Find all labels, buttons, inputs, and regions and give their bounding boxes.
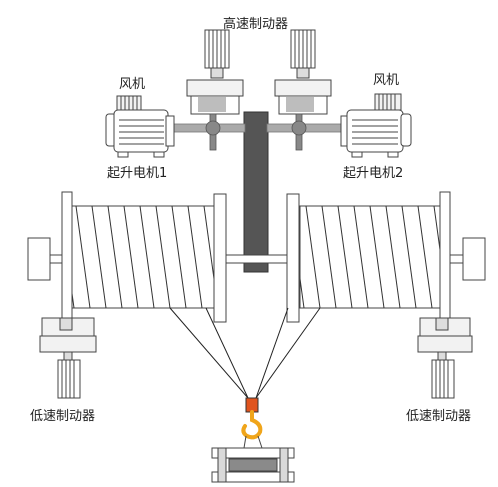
bearing-left [27,237,51,281]
load-block [211,447,295,483]
low-speed-brake-left [39,317,97,399]
drum-left [61,191,227,323]
high-speed-brake-label: 高速制动器 [223,16,288,32]
hoist-motor-2 [340,93,412,158]
low-speed-brake-right [417,317,473,399]
high-speed-brake-left [186,29,244,115]
hoist-motor-2-label: 起升电机2 [343,166,403,181]
hoist-motor-1 [105,95,175,158]
hook-block [245,397,259,413]
reducer-shaft [243,111,269,273]
drum-right [286,191,451,323]
wire-ropes [169,307,321,399]
coupling-right [291,113,307,151]
hoist-motor-1-label: 起升电机1 [107,166,167,181]
bearing-right [462,237,486,281]
crane-hook [241,397,263,449]
high-speed-brake-right [274,29,332,115]
low-speed-brake-right-label: 低速制动器 [406,409,471,424]
low-speed-brake-left-label: 低速制动器 [30,409,95,424]
coupling-left [205,113,221,151]
fan-right-label: 风机 [373,73,399,88]
hook-icon [241,410,263,440]
fan-left-label: 风机 [119,77,145,92]
